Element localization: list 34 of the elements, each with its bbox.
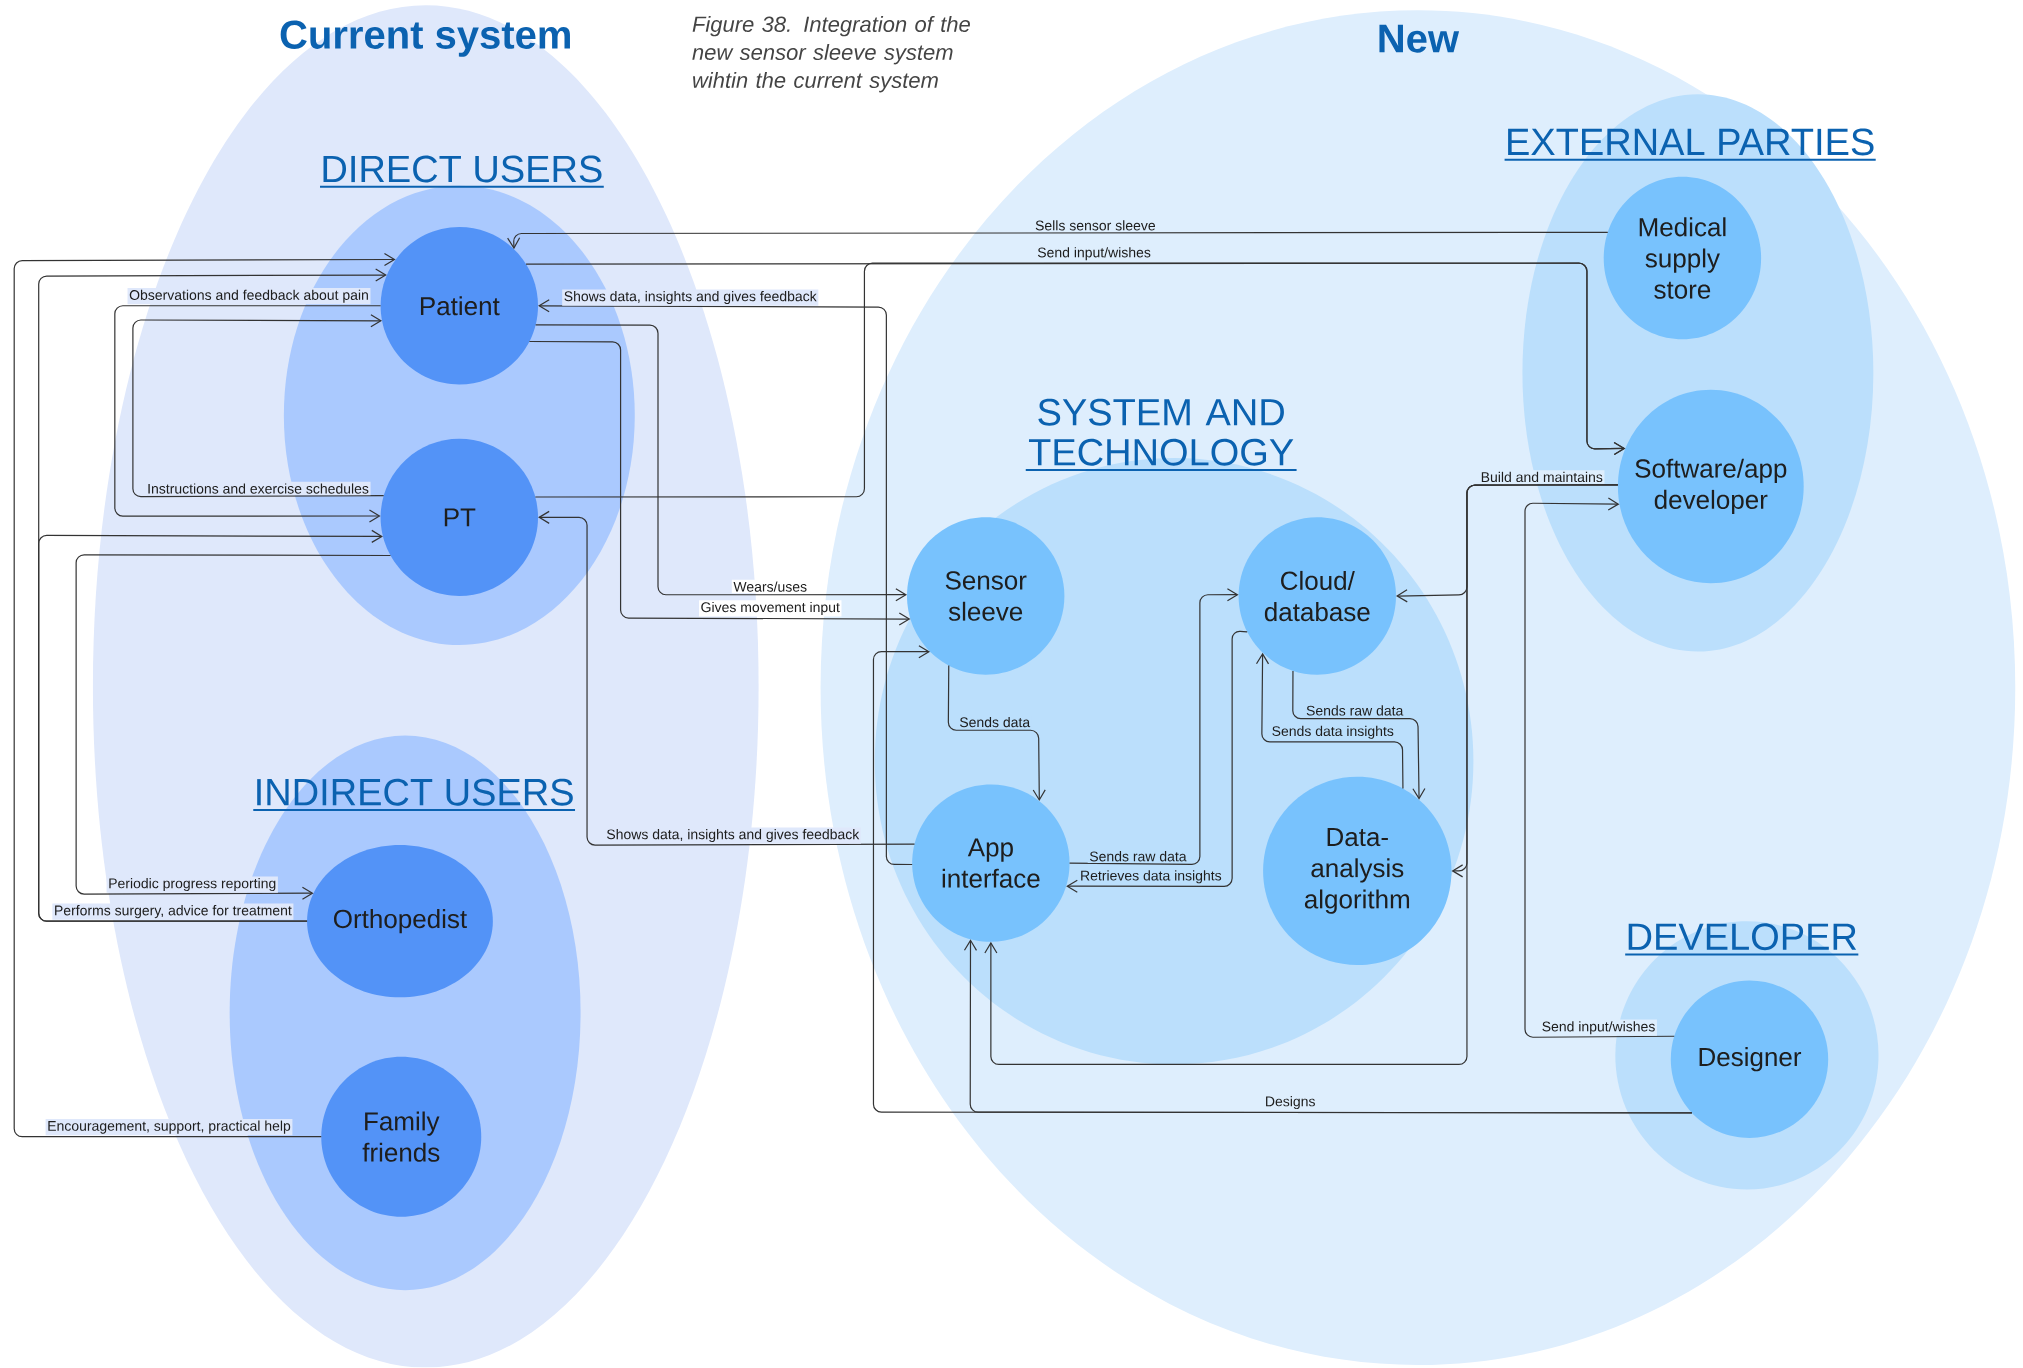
edge-label: Gives movement input	[699, 600, 842, 617]
edge-label: Observations and feedback about pain	[127, 288, 371, 305]
node-label: SYSTEM AND	[1038, 398, 1284, 426]
edge-label: Designs	[1263, 1094, 1318, 1111]
connector-arrow	[872, 645, 1693, 1114]
node-label: DIRECT USERS	[323, 155, 602, 183]
connector-arrow	[535, 324, 907, 602]
edge-label: Sends data	[957, 715, 1032, 729]
connector-arrow	[534, 262, 1626, 498]
connector-arrow	[507, 231, 1609, 250]
edge-label: Shows data, insights and gives feedback	[604, 827, 861, 844]
edge-label: Periodic progress reporting	[106, 876, 278, 893]
connector-arrow	[538, 299, 913, 866]
connector-arrow	[132, 314, 385, 498]
connector-arrow	[1524, 497, 1675, 1039]
connector-arrow	[538, 510, 916, 846]
connector-arrow	[528, 341, 911, 626]
edge-label: Build and maintains	[1479, 470, 1605, 484]
connector-arrow	[13, 253, 396, 1138]
edge-label: Shows data, insights and gives feedback	[562, 289, 819, 306]
edge-label: Sends data insights	[1270, 724, 1396, 741]
connector-arrow	[984, 484, 1619, 1066]
connector-arrow	[1255, 652, 1404, 790]
connector-arrow	[75, 554, 392, 900]
connector-arrow	[114, 305, 382, 523]
edge-label: Encouragement, support, practical help	[45, 1119, 293, 1136]
edge-label: Instructions and exercise schedules	[145, 482, 371, 496]
edge-label: Wears/uses	[731, 580, 809, 594]
connector-arrow	[1292, 670, 1426, 800]
connector-arrow	[947, 665, 1046, 802]
edge-label: Performs surgery, advice for treatment	[52, 903, 294, 920]
connector-arrow	[1068, 588, 1239, 866]
connector-arrow	[38, 529, 383, 922]
connector-arrow	[1066, 631, 1248, 893]
